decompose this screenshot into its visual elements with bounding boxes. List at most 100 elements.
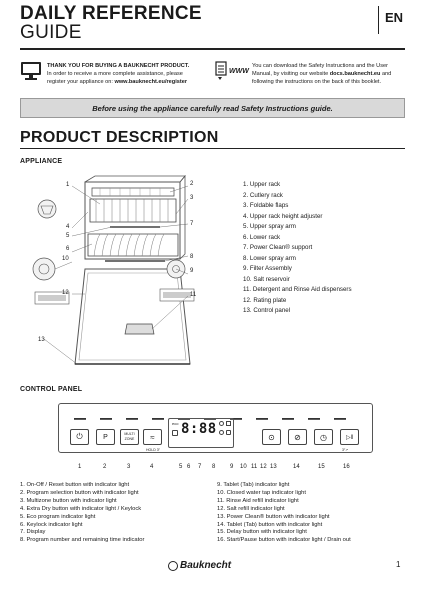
delay-button[interactable]: ◷ [314,429,333,445]
extra-dry-icon: ≈ [150,432,155,442]
panel-callout: 12 [260,464,267,470]
list-item: 4. Upper rack height adjuster [243,212,323,220]
legend-item: 11. Rinse Aid refill indicator light [217,497,299,504]
panel-callout: 1 [78,464,82,470]
program-time-display: 8:88 [181,421,217,437]
legend-item: 4. Extra Dry button with indicator light… [20,505,142,512]
appliance-callout: 2 [190,181,194,187]
appliance-callout: 13 [38,337,45,343]
panel-callout: 4 [150,464,154,470]
appliance-callout: 8 [190,254,194,260]
salt-indicator-icon [226,430,231,435]
brand-logo-icon [168,561,178,571]
multizone-button[interactable]: MULTI ZONE [120,429,139,445]
appliance-callout: 11 [190,292,197,298]
list-item: 1. Upper rack [243,181,281,188]
panel-callout: 9 [230,464,234,470]
appliance-callout: 3 [190,195,194,201]
appliance-callout: 4 [66,224,70,230]
panel-callout: 3 [127,464,131,470]
page-number: 1 [396,560,401,569]
appliance-callout: 9 [190,268,194,274]
download-line3: following the instructions on the back o… [252,79,382,85]
docs-link[interactable]: docs.bauknecht.eu [329,71,381,77]
list-item: 12. Rating plate [243,296,287,304]
appliance-callout: 5 [66,233,70,239]
panel-callout: 2 [103,464,107,470]
appliance-callout: 6 [66,246,70,252]
tab-button[interactable]: ⊘ [288,429,307,445]
appliance-heading: APPLIANCE [20,158,63,165]
multizone-label-2: ZONE [124,437,135,441]
multizone-label-1: MULTI [124,432,135,436]
legend-item: 2. Program selection button with indicat… [20,489,139,496]
program-button[interactable]: P [96,429,115,445]
extra-dry-button[interactable]: ≈ [143,429,162,445]
on-off-button[interactable]: ⏻ [70,429,89,445]
power-clean-icon: ⊙ [268,432,275,442]
register-info: THANK YOU FOR BUYING A BAUKNECHT PRODUCT… [47,62,222,86]
legend-item: 10. Closed water tap indicator light [217,489,306,496]
legend-item: 5. Eco program indicator light [20,513,96,520]
download-prefix: Manual, by visiting our website [252,71,330,77]
language-divider [378,6,379,34]
power-icon: ⏻ [76,432,83,441]
panel-callout: 16 [343,464,350,470]
list-item: 11. Detergent and Rinse Aid dispensers [243,286,352,293]
panel-callout: 6 [187,464,191,470]
header-rule [20,48,405,50]
legend-item: 3. Multizone button with indicator light [20,497,117,504]
legend-item: 8. Program number and remaining time ind… [20,537,145,544]
panel-callout: 10 [240,464,247,470]
legend-item: 14. Tablet (Tab) button with indicator l… [217,521,323,528]
dishwasher-illustration [30,174,210,374]
legend-item: 6. Keylock indicator light [20,521,83,528]
panel-callout: 7 [198,464,202,470]
panel-callout: 5 [179,464,183,470]
legend-item: 16. Start/Pause button with indicator li… [217,537,351,544]
legend-item: 9. Tablet (Tab) indicator light [217,482,290,488]
rinse-aid-indicator-icon [219,430,224,435]
start-pause-icon: ▷‖ [345,434,354,441]
control-panel-heading: CONTROL PANEL [20,386,83,393]
register-prefix: register your appliance on: [47,79,115,85]
appliance-parts-list: 1. Upper rack 2. Cutlery rack 3. Foldabl… [243,180,352,317]
title-light: GUIDE [20,22,82,43]
list-item: 2. Cutlery rack [243,191,283,199]
control-panel-frame [58,403,373,453]
brand-logo: Bauknecht [180,560,232,571]
legend-item: 15. Delay button with indicator light [217,529,307,536]
delay-icon: ◷ [320,432,327,442]
download-line1: You can download the Safety Instructions… [252,63,388,69]
list-item: 3. Foldable flaps [243,202,289,209]
list-item: 8. Lower spray arm [243,254,296,262]
panel-callout: 15 [318,464,325,470]
legend-item: 1. On-Off / Reset button with indicator … [20,482,130,488]
section-rule [20,148,405,149]
register-link[interactable]: www.bauknecht.eu/register [114,79,188,85]
legend-item: 7. Display [20,529,46,536]
title-bold: DAILY REFERENCE [20,3,202,24]
thanks-line: THANK YOU FOR BUYING A BAUKNECHT PRODUCT… [47,63,190,69]
power-clean-button[interactable]: ⊙ [262,429,281,445]
panel-callout: 11 [251,464,258,470]
water-tap-indicator-icon [226,421,231,426]
list-item: 13. Control panel [243,307,291,314]
legend-item: 13. Power Clean® button with indicator l… [217,513,330,520]
display [168,418,234,448]
list-item: 7. Power Clean® support [243,244,313,251]
download-info: You can download the Safety Instructions… [252,62,412,86]
tab-icon: ⊘ [294,432,301,442]
start-pause-button[interactable]: ▷‖ [340,429,359,445]
safety-notice: Before using the appliance carefully rea… [20,98,405,118]
language-code: EN [385,10,404,25]
list-item: 5. Upper spray arm [243,223,296,230]
assist-line: In order to receive a more complete assi… [47,71,183,77]
list-item: 10. Salt reservoir [243,275,290,283]
list-item: 9. Filter Assembly [243,265,292,272]
control-panel-legend-right: 9. Tablet (Tab) indicator light 10. Clos… [217,482,351,545]
legend-item: 12. Salt refill indicator light [217,505,285,512]
list-item: 6. Lower rack [243,233,281,241]
appliance-callout: 1 [66,182,70,188]
panel-callout: 13 [270,464,277,470]
